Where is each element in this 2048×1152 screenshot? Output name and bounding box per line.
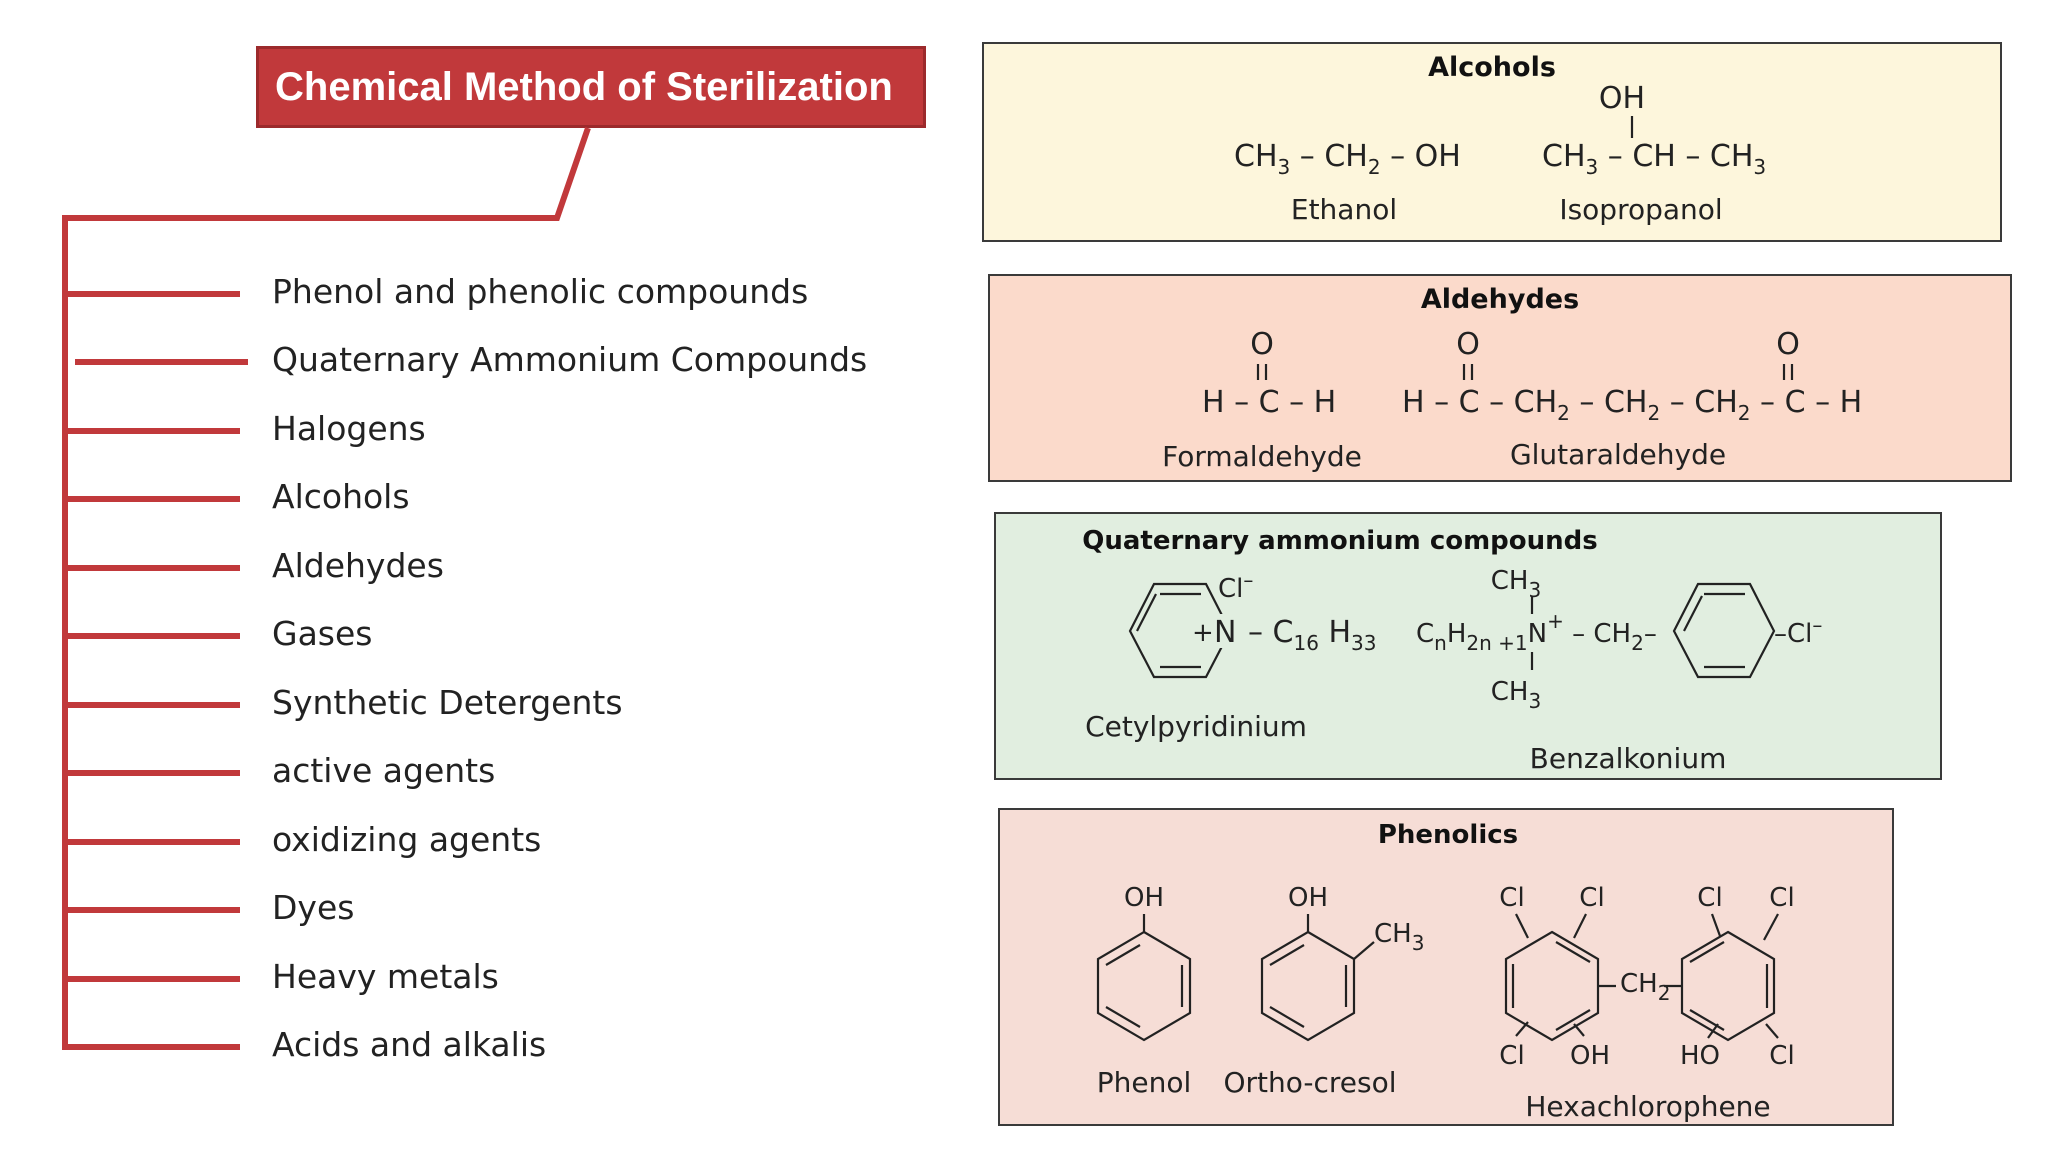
svg-text:O: O (1776, 327, 1800, 362)
quats-structures: N Cl– + – C16 H33 CH3 CnH2n +1N+ – CH2– … (1085, 566, 1822, 775)
hexachlorophene-structure: Cl Cl Cl OH CH2 Cl Cl HO Cl (1499, 883, 1794, 1071)
list-item-active-agents: active agents (272, 751, 496, 790)
panel-title-quats: Quaternary ammonium compounds (1082, 526, 1598, 556)
phenolics-structures: OH OH CH3 Cl Cl Cl (1096, 883, 1795, 1123)
formaldehyde-structure: O H – C – H (1202, 327, 1336, 420)
svg-text:CH3 – CH – CH3: CH3 – CH – CH3 (1542, 139, 1766, 179)
panel-aldehydes: Aldehydes O H – C – H O O H – C – CH2 – … (988, 274, 2012, 482)
glutaraldehyde-structure: O O H – C – CH2 – CH2 – CH2 – C – H (1402, 327, 1862, 425)
svg-text:O: O (1250, 327, 1274, 362)
svg-text:Cl–: Cl– (1218, 568, 1253, 604)
svg-text:Cl: Cl (1499, 883, 1524, 913)
svg-text:CH3: CH3 (1491, 677, 1541, 713)
svg-text:– C16 H33: – C16 H33 (1248, 615, 1377, 655)
label-cetylpyridinium: Cetylpyridinium (1085, 710, 1307, 743)
aldehydes-structures: O H – C – H O O H – C – CH2 – CH2 – CH2 … (1162, 327, 1862, 473)
ethanol-structure: CH3 – CH2 – OH (1234, 139, 1461, 179)
benzalkonium-structure: CH3 CnH2n +1N+ – CH2– CH3 –Cl– (1416, 566, 1822, 713)
svg-text:CH3 – CH2 – OH: CH3 – CH2 – OH (1234, 139, 1461, 179)
diagram-title: Chemical Method of Sterilization (256, 46, 926, 128)
panel-title-phenolics: Phenolics (1377, 820, 1519, 850)
svg-text:OH: OH (1599, 81, 1645, 116)
isopropanol-structure: OH CH3 – CH – CH3 (1542, 81, 1766, 179)
list-item-synthetic-detergents: Synthetic Detergents (272, 683, 623, 722)
phenol-structure: OH (1096, 883, 1192, 1042)
svg-text:CnH2n +1N+ – CH2–: CnH2n +1N+ – CH2– (1416, 609, 1657, 655)
panel-alcohols: Alcohols CH3 – CH2 – OH OH CH3 – CH – CH… (982, 42, 2002, 242)
svg-text:N: N (1214, 615, 1236, 650)
panel-title-aldehydes: Aldehydes (1420, 284, 1580, 315)
label-isopropanol: Isopropanol (1559, 193, 1722, 226)
list-item-gases: Gases (272, 614, 373, 653)
svg-text:Cl: Cl (1697, 883, 1722, 913)
tree-connector (62, 215, 260, 1050)
svg-text:+: + (1192, 618, 1214, 648)
svg-text:Cl: Cl (1499, 1041, 1524, 1071)
label-phenol: Phenol (1097, 1066, 1192, 1099)
cetylpyridinium-structure: N Cl– + – C16 H33 (1128, 568, 1377, 679)
svg-text:Cl: Cl (1579, 883, 1604, 913)
label-benzalkonium: Benzalkonium (1530, 742, 1727, 775)
svg-text:H – C – CH2 – CH2 – CH2 – C –: H – C – CH2 – CH2 – CH2 – C – H (1402, 385, 1862, 425)
list-item-alcohols: Alcohols (272, 477, 410, 516)
label-hexachlorophene: Hexachlorophene (1525, 1090, 1770, 1123)
ortho-cresol-structure: OH CH3 (1260, 883, 1424, 1042)
list-item-phenol: Phenol and phenolic compounds (272, 272, 809, 311)
list-item-quaternary-ammonium: Quaternary Ammonium Compounds (272, 340, 868, 379)
svg-text:HO: HO (1680, 1041, 1720, 1071)
label-glutaraldehyde: Glutaraldehyde (1510, 438, 1726, 471)
panel-quaternary-ammonium: Quaternary ammonium compounds N Cl– + – … (994, 512, 1942, 780)
svg-text:CH3: CH3 (1374, 919, 1424, 955)
list-item-acids-alkalis: Acids and alkalis (272, 1025, 547, 1064)
tree-stem (65, 127, 591, 221)
alcohols-structures: CH3 – CH2 – OH OH CH3 – CH – CH3 Ethanol… (1234, 81, 1766, 226)
svg-text:OH: OH (1124, 883, 1164, 913)
svg-text:H – C – H: H – C – H (1202, 385, 1336, 420)
label-ethanol: Ethanol (1291, 193, 1397, 226)
svg-text:–Cl–: –Cl– (1774, 613, 1822, 649)
panel-title-alcohols: Alcohols (1428, 52, 1556, 83)
list-item-dyes: Dyes (272, 888, 355, 927)
list-item-halogens: Halogens (272, 409, 426, 448)
list-item-aldehydes: Aldehydes (272, 546, 444, 585)
panel-phenolics: Phenolics OH OH CH3 Cl Cl (998, 808, 1894, 1126)
label-formaldehyde: Formaldehyde (1162, 440, 1362, 473)
svg-text:OH: OH (1288, 883, 1328, 913)
list-item-oxidizing-agents: oxidizing agents (272, 820, 542, 859)
label-ortho-cresol: Ortho-cresol (1223, 1066, 1396, 1099)
svg-text:Cl: Cl (1769, 883, 1794, 913)
svg-text:CH2: CH2 (1620, 969, 1670, 1005)
svg-text:O: O (1456, 327, 1480, 362)
svg-text:CH3: CH3 (1491, 566, 1541, 602)
svg-text:OH: OH (1570, 1041, 1610, 1071)
svg-text:Cl: Cl (1769, 1041, 1794, 1071)
list-item-heavy-metals: Heavy metals (272, 957, 499, 996)
